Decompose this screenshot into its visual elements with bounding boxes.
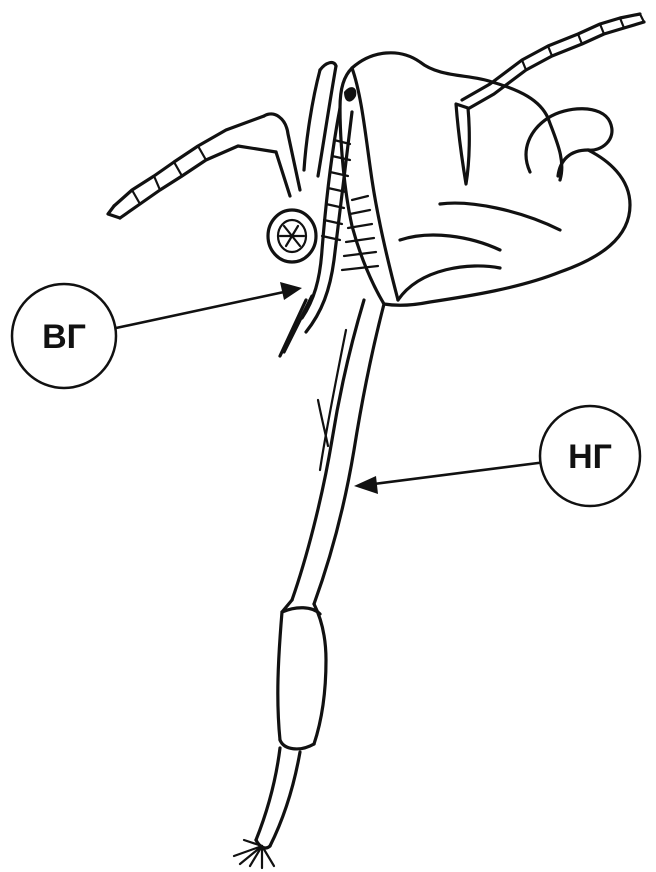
insect-body xyxy=(340,53,630,306)
hind-leg xyxy=(234,300,384,868)
left-foreleg xyxy=(108,63,336,218)
callout-upper-arrowhead xyxy=(280,282,302,300)
callout-upper-label: ВГ xyxy=(42,318,86,356)
callout-upper: ВГ xyxy=(12,282,302,388)
callout-lower-label: НГ xyxy=(568,438,612,476)
callout-lower-line xyxy=(374,462,546,484)
compound-eye xyxy=(268,210,316,262)
callout-lower-arrowhead xyxy=(354,476,378,494)
callout-lower: НГ xyxy=(354,406,640,506)
callout-upper-line xyxy=(116,292,284,328)
